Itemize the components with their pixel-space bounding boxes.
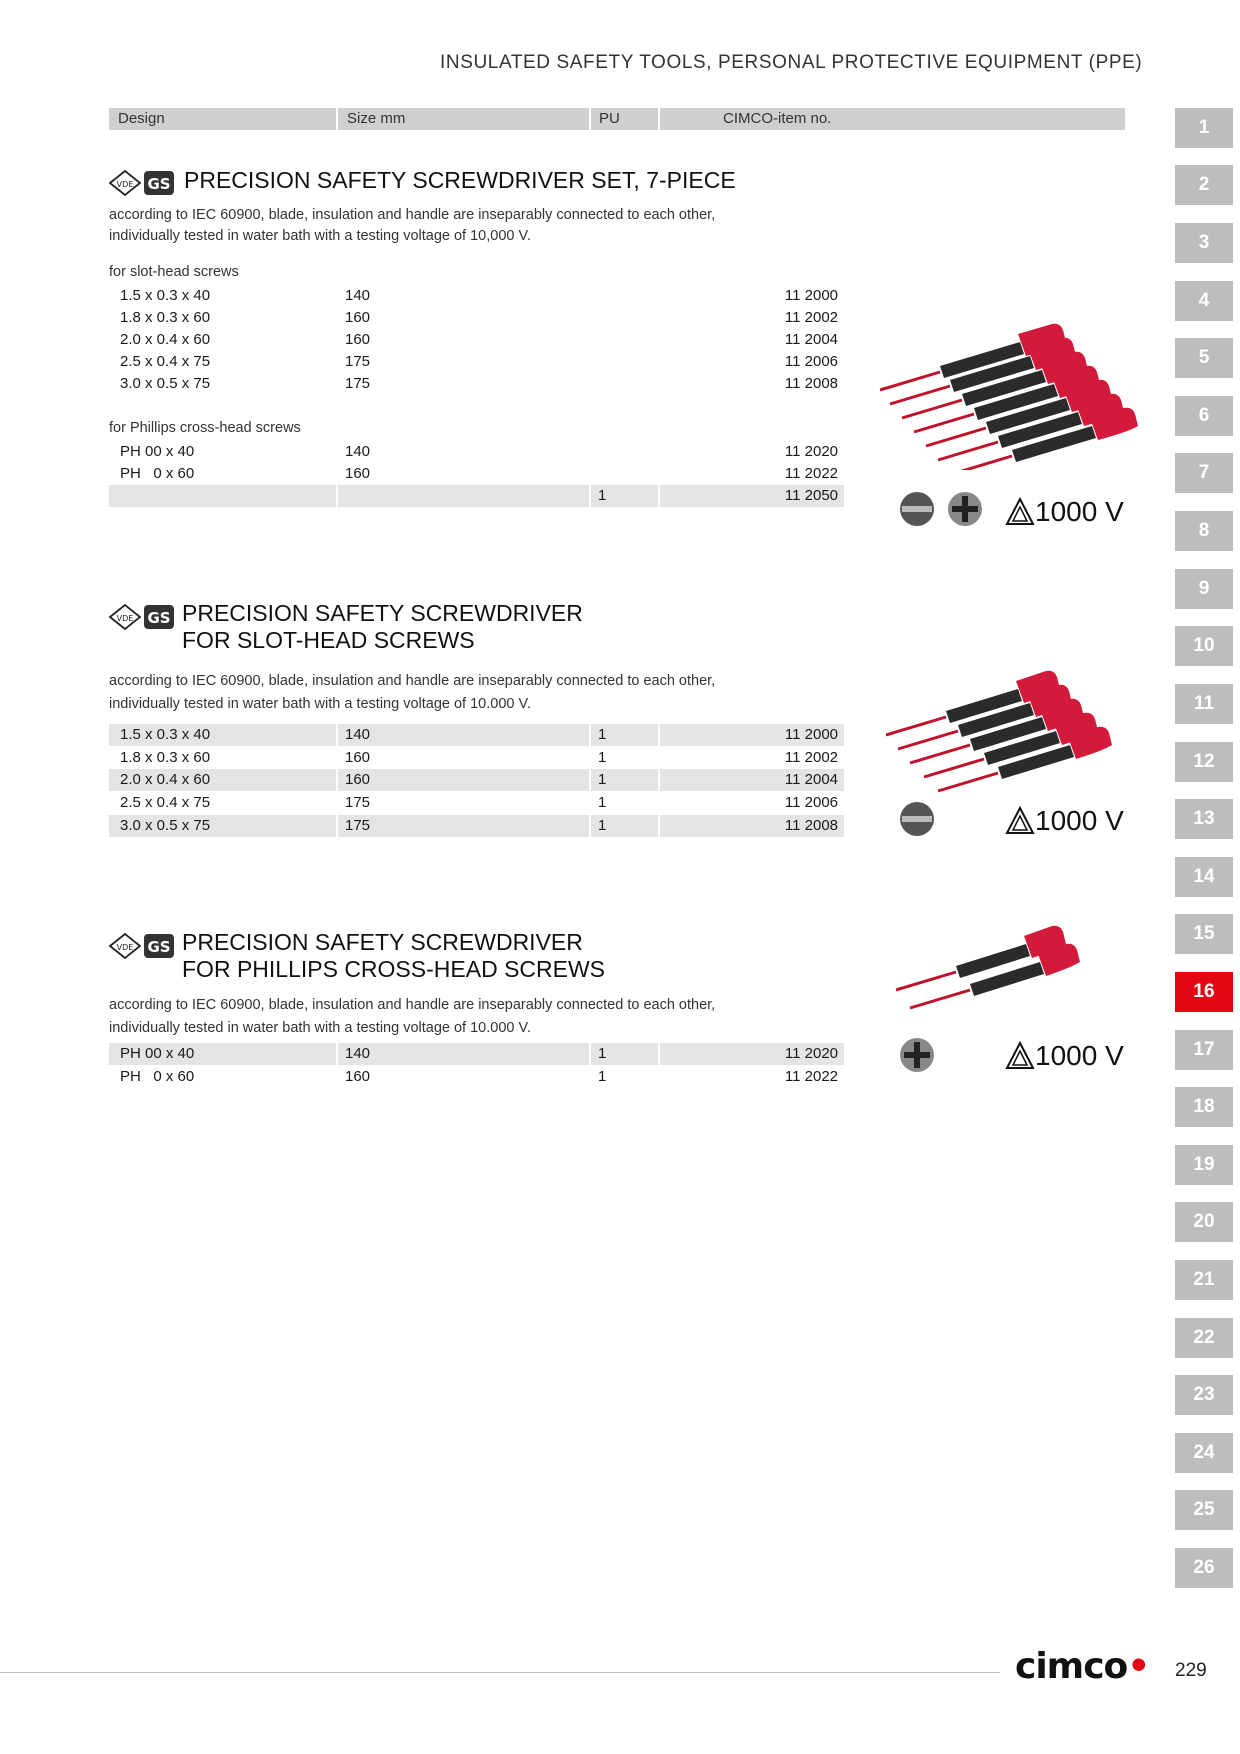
voltage-rating: 1000 V [1005,496,1124,528]
cert-marks: VDE GS [109,604,175,630]
chapter-tab-8[interactable]: 8 [1175,511,1233,551]
vde-mark-icon: VDE [109,933,141,959]
page-header-title: INSULATED SAFETY TOOLS, PERSONAL PROTECT… [440,52,1143,73]
svg-text:GS: GS [147,609,170,627]
footer-divider [0,1672,1000,1673]
svg-text:VDE: VDE [117,614,134,623]
brand-logo: cimco• [1015,1646,1150,1687]
chapter-tab-11[interactable]: 11 [1175,684,1233,724]
chapter-tab-21[interactable]: 21 [1175,1260,1233,1300]
voltage-rating: 1000 V [1005,805,1124,837]
svg-text:VDE: VDE [117,943,134,952]
chapter-tab-23[interactable]: 23 [1175,1375,1233,1415]
section1-title: PRECISION SAFETY SCREWDRIVER SET, 7-PIEC… [184,167,736,193]
insulation-triangle-icon [1005,497,1035,525]
chapter-tab-4[interactable]: 4 [1175,281,1233,321]
section1-description: according to IEC 60900, blade, insulatio… [109,207,716,244]
page-number: 229 [1175,1660,1207,1681]
screwdriver-set-image [880,323,1140,470]
chapter-tab-10[interactable]: 10 [1175,626,1233,666]
svg-text:VDE: VDE [117,180,134,189]
voltage-rating: 1000 V [1005,1040,1124,1072]
chapter-tab-14[interactable]: 14 [1175,857,1233,897]
chapter-tab-15[interactable]: 15 [1175,914,1233,954]
chapter-tab-13[interactable]: 13 [1175,799,1233,839]
column-header-bar: Design Size mm PU CIMCO-item no. [109,108,1125,130]
chapter-tab-22[interactable]: 22 [1175,1318,1233,1358]
section2-description: according to IEC 60900, blade, insulatio… [109,673,716,712]
insulation-triangle-icon [1005,806,1035,834]
svg-text:GS: GS [147,938,170,956]
col-pu: PU [599,110,620,127]
section3-description: according to IEC 60900, blade, insulatio… [109,997,716,1036]
slot-head-icon [900,492,934,526]
cross-head-icon [900,1038,934,1072]
gs-mark-icon: GS [144,171,174,195]
chapter-tab-24[interactable]: 24 [1175,1433,1233,1473]
insulation-triangle-icon [1005,1041,1035,1069]
cert-marks: VDE GS [109,933,175,959]
gs-mark-icon: GS [144,934,174,958]
cross-head-icon [948,492,982,526]
chapter-tab-9[interactable]: 9 [1175,569,1233,609]
screwdriver-set-image [886,670,1114,793]
section1-group2-label: for Phillips cross-head screws [109,420,301,436]
vde-mark-icon: VDE [109,170,141,196]
chapter-tab-18[interactable]: 18 [1175,1087,1233,1127]
chapter-tab-2[interactable]: 2 [1175,165,1233,205]
col-item-no: CIMCO-item no. [723,110,832,127]
vde-mark-icon: VDE [109,604,141,630]
screwdriver-set-image [896,925,1082,1010]
col-design: Design [118,110,165,127]
chapter-tab-25[interactable]: 25 [1175,1490,1233,1530]
chapter-tab-26[interactable]: 26 [1175,1548,1233,1588]
chapter-tab-20[interactable]: 20 [1175,1202,1233,1242]
section2-title: PRECISION SAFETY SCREWDRIVER FOR SLOT-HE… [182,600,583,653]
section1-group1-label: for slot-head screws [109,264,239,280]
col-size: Size mm [347,110,406,127]
chapter-tab-12[interactable]: 12 [1175,742,1233,782]
section3-title: PRECISION SAFETY SCREWDRIVER FOR PHILLIP… [182,929,606,982]
chapter-tab-1[interactable]: 1 [1175,108,1233,148]
chapter-tab-7[interactable]: 7 [1175,453,1233,493]
gs-mark-icon: GS [144,605,174,629]
cert-marks: VDE GS [109,170,175,196]
chapter-tab-6[interactable]: 6 [1175,396,1233,436]
slot-head-icon [900,802,934,836]
chapter-tab-19[interactable]: 19 [1175,1145,1233,1185]
chapter-tab-16[interactable]: 16 [1175,972,1233,1012]
chapter-tab-5[interactable]: 5 [1175,338,1233,378]
chapter-tab-3[interactable]: 3 [1175,223,1233,263]
chapter-tab-17[interactable]: 17 [1175,1030,1233,1070]
svg-text:GS: GS [147,175,170,193]
